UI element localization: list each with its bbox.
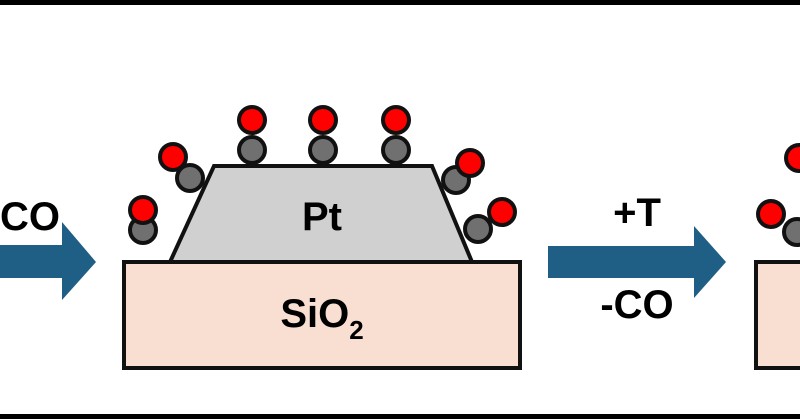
co-molecule	[158, 142, 205, 193]
carbon-atom	[381, 135, 411, 165]
carbon-atom	[308, 135, 338, 165]
oxygen-atom	[128, 195, 158, 225]
carbon-atom	[175, 163, 205, 193]
oxygen-atom	[158, 142, 188, 172]
carbon-atom	[782, 217, 800, 247]
top-border	[0, 0, 800, 5]
arrow-bottom-label: -CO	[600, 283, 673, 327]
carbon-atom	[237, 135, 267, 165]
sio2-substrate	[122, 260, 522, 370]
co-molecule	[463, 197, 517, 244]
oxygen-atom	[756, 199, 786, 229]
oxygen-atom	[308, 105, 338, 135]
co-molecule	[128, 195, 158, 245]
co-molecule	[381, 105, 411, 165]
pt-label: Pt	[302, 195, 342, 239]
oxygen-atom	[487, 197, 517, 227]
co-molecule	[237, 105, 267, 165]
carbon-atom	[463, 214, 493, 244]
next-substrate	[754, 260, 800, 370]
left-arrow	[0, 222, 96, 300]
co-molecule	[756, 199, 800, 247]
oxygen-atom	[237, 105, 267, 135]
substrate-label: SiO2	[280, 292, 363, 345]
bottom-border	[0, 414, 800, 419]
oxygen-atom	[455, 148, 485, 178]
co-molecule	[308, 105, 338, 165]
pt-particle	[166, 164, 475, 264]
co-molecule	[441, 148, 485, 195]
arrow-top-label: +T	[613, 191, 661, 235]
co-molecule	[784, 143, 800, 173]
left-arrow-label: CO	[0, 195, 60, 239]
oxygen-atom	[784, 143, 800, 173]
heating-arrow	[548, 226, 726, 298]
oxygen-atom	[381, 105, 411, 135]
